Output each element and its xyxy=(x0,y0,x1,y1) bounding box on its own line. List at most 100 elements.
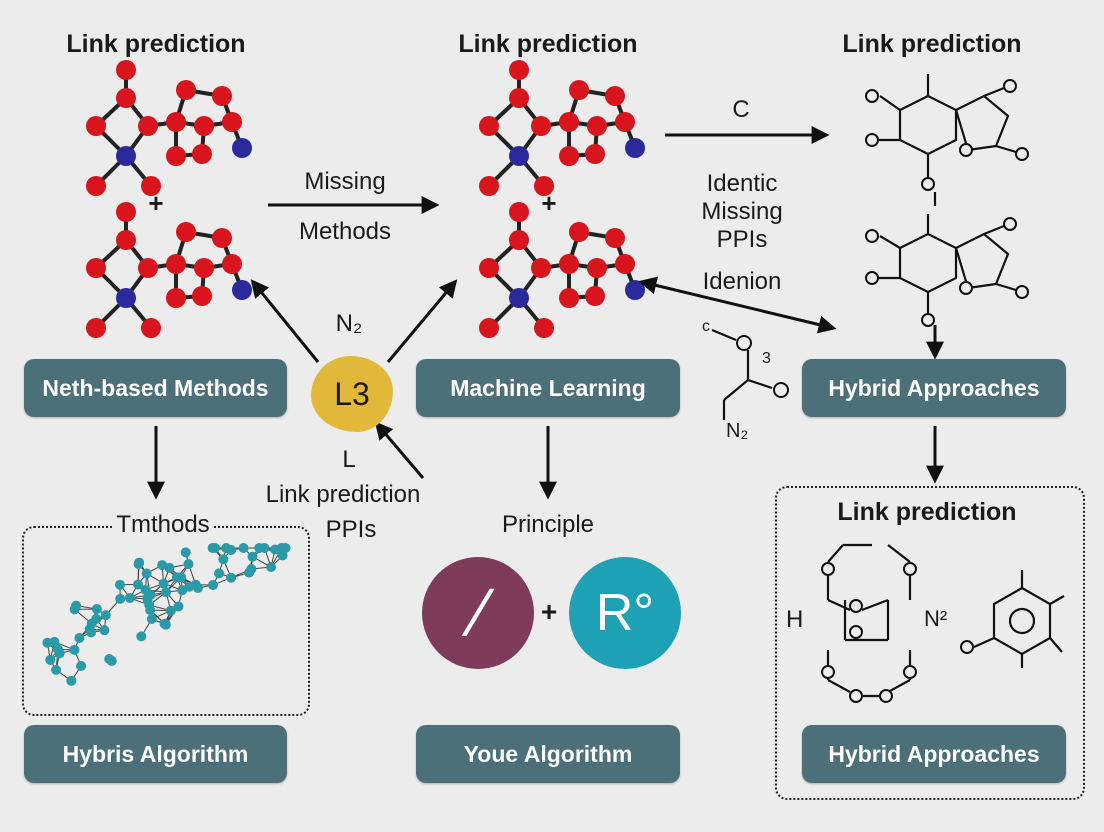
atom-blue xyxy=(509,146,529,166)
label-l: L xyxy=(342,446,356,473)
network-node xyxy=(66,675,77,686)
network-node xyxy=(115,593,126,604)
chem-label-n2b: N² xyxy=(924,606,948,631)
network-node xyxy=(76,660,87,671)
arrow-to-l3 xyxy=(374,421,425,479)
network-node xyxy=(214,568,225,579)
atom-red xyxy=(138,116,158,136)
atom-red xyxy=(585,144,605,164)
network-node xyxy=(161,587,172,598)
atom-blue xyxy=(116,146,136,166)
network-node xyxy=(238,543,249,553)
atom-red xyxy=(479,258,499,278)
atom-red xyxy=(192,144,212,164)
title-left: Link prediction xyxy=(66,30,246,58)
label-missing-2: Missing xyxy=(701,198,783,225)
molecule-left-bottom xyxy=(86,202,252,338)
atom-red xyxy=(192,286,212,306)
molecule-center-top xyxy=(479,60,645,196)
network-node xyxy=(164,562,175,573)
network-node xyxy=(142,593,153,604)
network-node xyxy=(180,547,191,558)
chem-o-ring-2 xyxy=(773,382,789,398)
network-node xyxy=(276,543,287,553)
network-node xyxy=(226,572,237,583)
atom-blue xyxy=(625,138,645,158)
network-node xyxy=(160,619,171,630)
atom-red xyxy=(116,230,136,250)
plus-center: + xyxy=(541,188,557,218)
atom-red xyxy=(176,80,196,100)
atom-red xyxy=(605,86,625,106)
atom-red xyxy=(559,254,579,274)
label-tmthods: Tmthods xyxy=(112,511,214,539)
atom-red xyxy=(587,116,607,136)
atom-red xyxy=(534,176,554,196)
network-node xyxy=(158,578,169,589)
network-node xyxy=(91,603,102,614)
node-hybrid-approaches-top: Hybrid Approaches xyxy=(802,359,1066,417)
network-node xyxy=(49,636,60,647)
network-node xyxy=(266,562,277,573)
atom-red xyxy=(86,258,106,278)
atom-red xyxy=(194,116,214,136)
atom-red xyxy=(166,146,186,166)
atom-blue xyxy=(232,138,252,158)
network-node xyxy=(133,579,144,590)
network-node xyxy=(141,568,152,579)
atom-red xyxy=(479,176,499,196)
atom-red xyxy=(559,146,579,166)
atom-red xyxy=(509,88,529,108)
atom-red xyxy=(587,258,607,278)
atom-red xyxy=(559,112,579,132)
plus-principle: + xyxy=(540,596,558,627)
network-node xyxy=(247,551,258,562)
structure-right-bottom-1-atoms xyxy=(821,562,974,703)
atom-red xyxy=(559,288,579,308)
protein-network xyxy=(42,543,291,686)
molecule-left-top xyxy=(86,60,252,196)
atom-red xyxy=(166,254,186,274)
node-neth-based-methods: Neth-based Methods xyxy=(24,359,287,417)
label-c: C xyxy=(732,96,750,123)
atom-red xyxy=(509,60,529,80)
atom-red xyxy=(86,116,106,136)
atom-red xyxy=(212,86,232,106)
l3-node: L3 xyxy=(311,356,393,432)
network-node xyxy=(140,584,151,595)
atom-red xyxy=(479,318,499,338)
node-machine-learning: Machine Learning xyxy=(416,359,680,417)
atom-red xyxy=(176,222,196,242)
atom-red xyxy=(585,286,605,306)
network-node xyxy=(254,543,265,553)
network-node xyxy=(190,579,201,590)
title-center: Link prediction xyxy=(458,30,638,58)
network-node xyxy=(226,544,237,555)
atom-red xyxy=(222,112,242,132)
network-node xyxy=(52,644,63,655)
network-node xyxy=(277,550,288,561)
atom-red xyxy=(569,80,589,100)
atom-red xyxy=(194,258,214,278)
node-hybrid-approaches-bottom: Hybrid Approaches xyxy=(802,725,1066,783)
label-idenion: Idenion xyxy=(702,268,782,295)
chem-o-ring xyxy=(736,335,752,351)
atom-red xyxy=(138,258,158,278)
atom-red xyxy=(479,116,499,136)
label-identic: Identic xyxy=(706,170,778,197)
atom-red xyxy=(166,112,186,132)
network-node xyxy=(165,605,176,616)
atom-red xyxy=(86,176,106,196)
network-node xyxy=(136,631,147,642)
network-node xyxy=(183,559,194,570)
label-methods: Methods xyxy=(298,218,392,245)
network-node xyxy=(173,601,184,612)
panel-tmthods xyxy=(22,526,310,716)
network-node xyxy=(69,644,80,655)
network-node xyxy=(74,632,85,643)
atom-blue xyxy=(232,280,252,300)
network-node xyxy=(146,614,157,625)
atom-red xyxy=(569,222,589,242)
network-node xyxy=(218,554,229,565)
